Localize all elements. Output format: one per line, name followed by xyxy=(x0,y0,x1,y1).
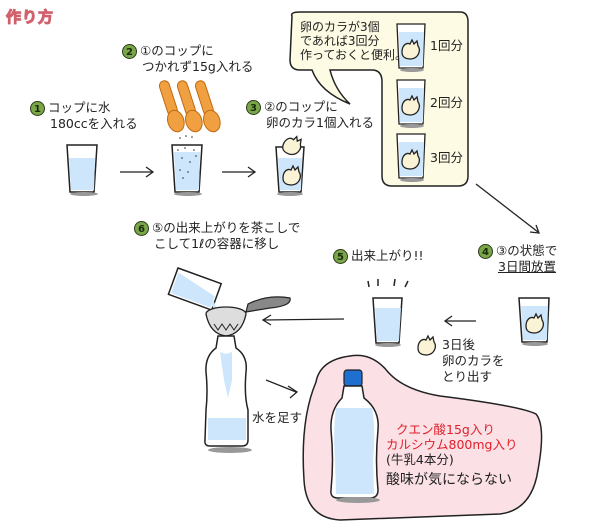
step-4-badge: 4 xyxy=(478,244,493,259)
glass-step5 xyxy=(367,278,409,347)
arrow-2-to-3 xyxy=(222,166,257,178)
arrow-5-to-6 xyxy=(261,314,345,326)
bubble-glass-2 xyxy=(396,79,426,128)
bubble-line1: 卵のカラが3個 xyxy=(300,20,380,34)
bubble-text: 卵のカラが3個 であれば3回分 作っておくと便利。 xyxy=(300,20,407,62)
step-4-line2: 3日間放置 xyxy=(498,259,556,274)
bubble-line2: であれば3回分 xyxy=(300,34,380,48)
glass-step2 xyxy=(171,135,203,196)
step-3-line2: 卵のカラ1個入れる xyxy=(266,115,374,130)
step-2-line1: ①のコップに xyxy=(140,43,214,58)
result-text: クエン酸15g入り カルシウム800mg入り (牛乳4本分) 酸味が気にならない xyxy=(386,422,517,488)
step-2-line2: つかれず15g入れる xyxy=(142,59,254,74)
portion-2: 2回分 xyxy=(430,95,463,110)
result-citric-acid: クエン酸15g入り xyxy=(396,422,495,437)
page-title: 作り方 xyxy=(5,8,55,27)
step-1-badge: 1 xyxy=(30,101,45,116)
result-calcium: カルシウム800mg入り xyxy=(386,437,518,452)
remove-note-line2: 卵のカラを xyxy=(442,353,505,368)
glass-step3 xyxy=(275,132,305,196)
remove-eggshell-note: 3日後 卵のカラを とり出す xyxy=(442,337,505,385)
result-taste-note: 酸味が気にならない xyxy=(386,472,512,488)
bottle-step6 xyxy=(204,335,252,453)
removed-eggshell xyxy=(417,335,436,356)
step-1-line2: 180ccを入れる xyxy=(50,116,138,131)
glass-step4 xyxy=(518,297,550,346)
arrow-4-to-5 xyxy=(443,315,476,327)
arrow-1-to-2 xyxy=(120,166,155,178)
glass-step1 xyxy=(66,144,98,196)
bubble-glass-1 xyxy=(396,23,426,72)
strainer-icon xyxy=(205,296,291,337)
spoons-icon xyxy=(158,80,221,133)
step-5-line1: 出来上がり!! xyxy=(351,248,424,263)
step-1-line1: コップに水 xyxy=(48,100,111,115)
step-2-badge: 2 xyxy=(122,44,137,59)
add-water-label: 水を足す xyxy=(252,410,303,425)
result-milk-equivalent: (牛乳4本分) xyxy=(386,452,454,467)
step-4-line1: ③の状態で xyxy=(496,243,558,258)
bubble-line3: 作っておくと便利。 xyxy=(300,48,408,62)
step-3-line1: ②のコップに xyxy=(264,99,338,114)
portion-3: 3回分 xyxy=(430,150,463,165)
arrow-bubble-to-4 xyxy=(475,183,540,234)
portion-1: 1回分 xyxy=(430,38,463,53)
step-5-badge: 5 xyxy=(333,249,348,264)
step-6-line1: ⑤の出来上がりを茶こしで xyxy=(152,220,301,235)
remove-note-line3: とり出す xyxy=(442,369,493,384)
arrow-6-to-result xyxy=(265,379,299,399)
step-6-line2: こして1ℓの容器に移し xyxy=(154,236,280,251)
pouring-cup xyxy=(167,267,223,317)
result-bottle xyxy=(330,369,380,503)
step-3-badge: 3 xyxy=(246,100,261,115)
remove-note-line1: 3日後 xyxy=(442,337,475,352)
step-6-badge: 6 xyxy=(134,221,149,236)
bubble-glass-3 xyxy=(396,133,426,182)
